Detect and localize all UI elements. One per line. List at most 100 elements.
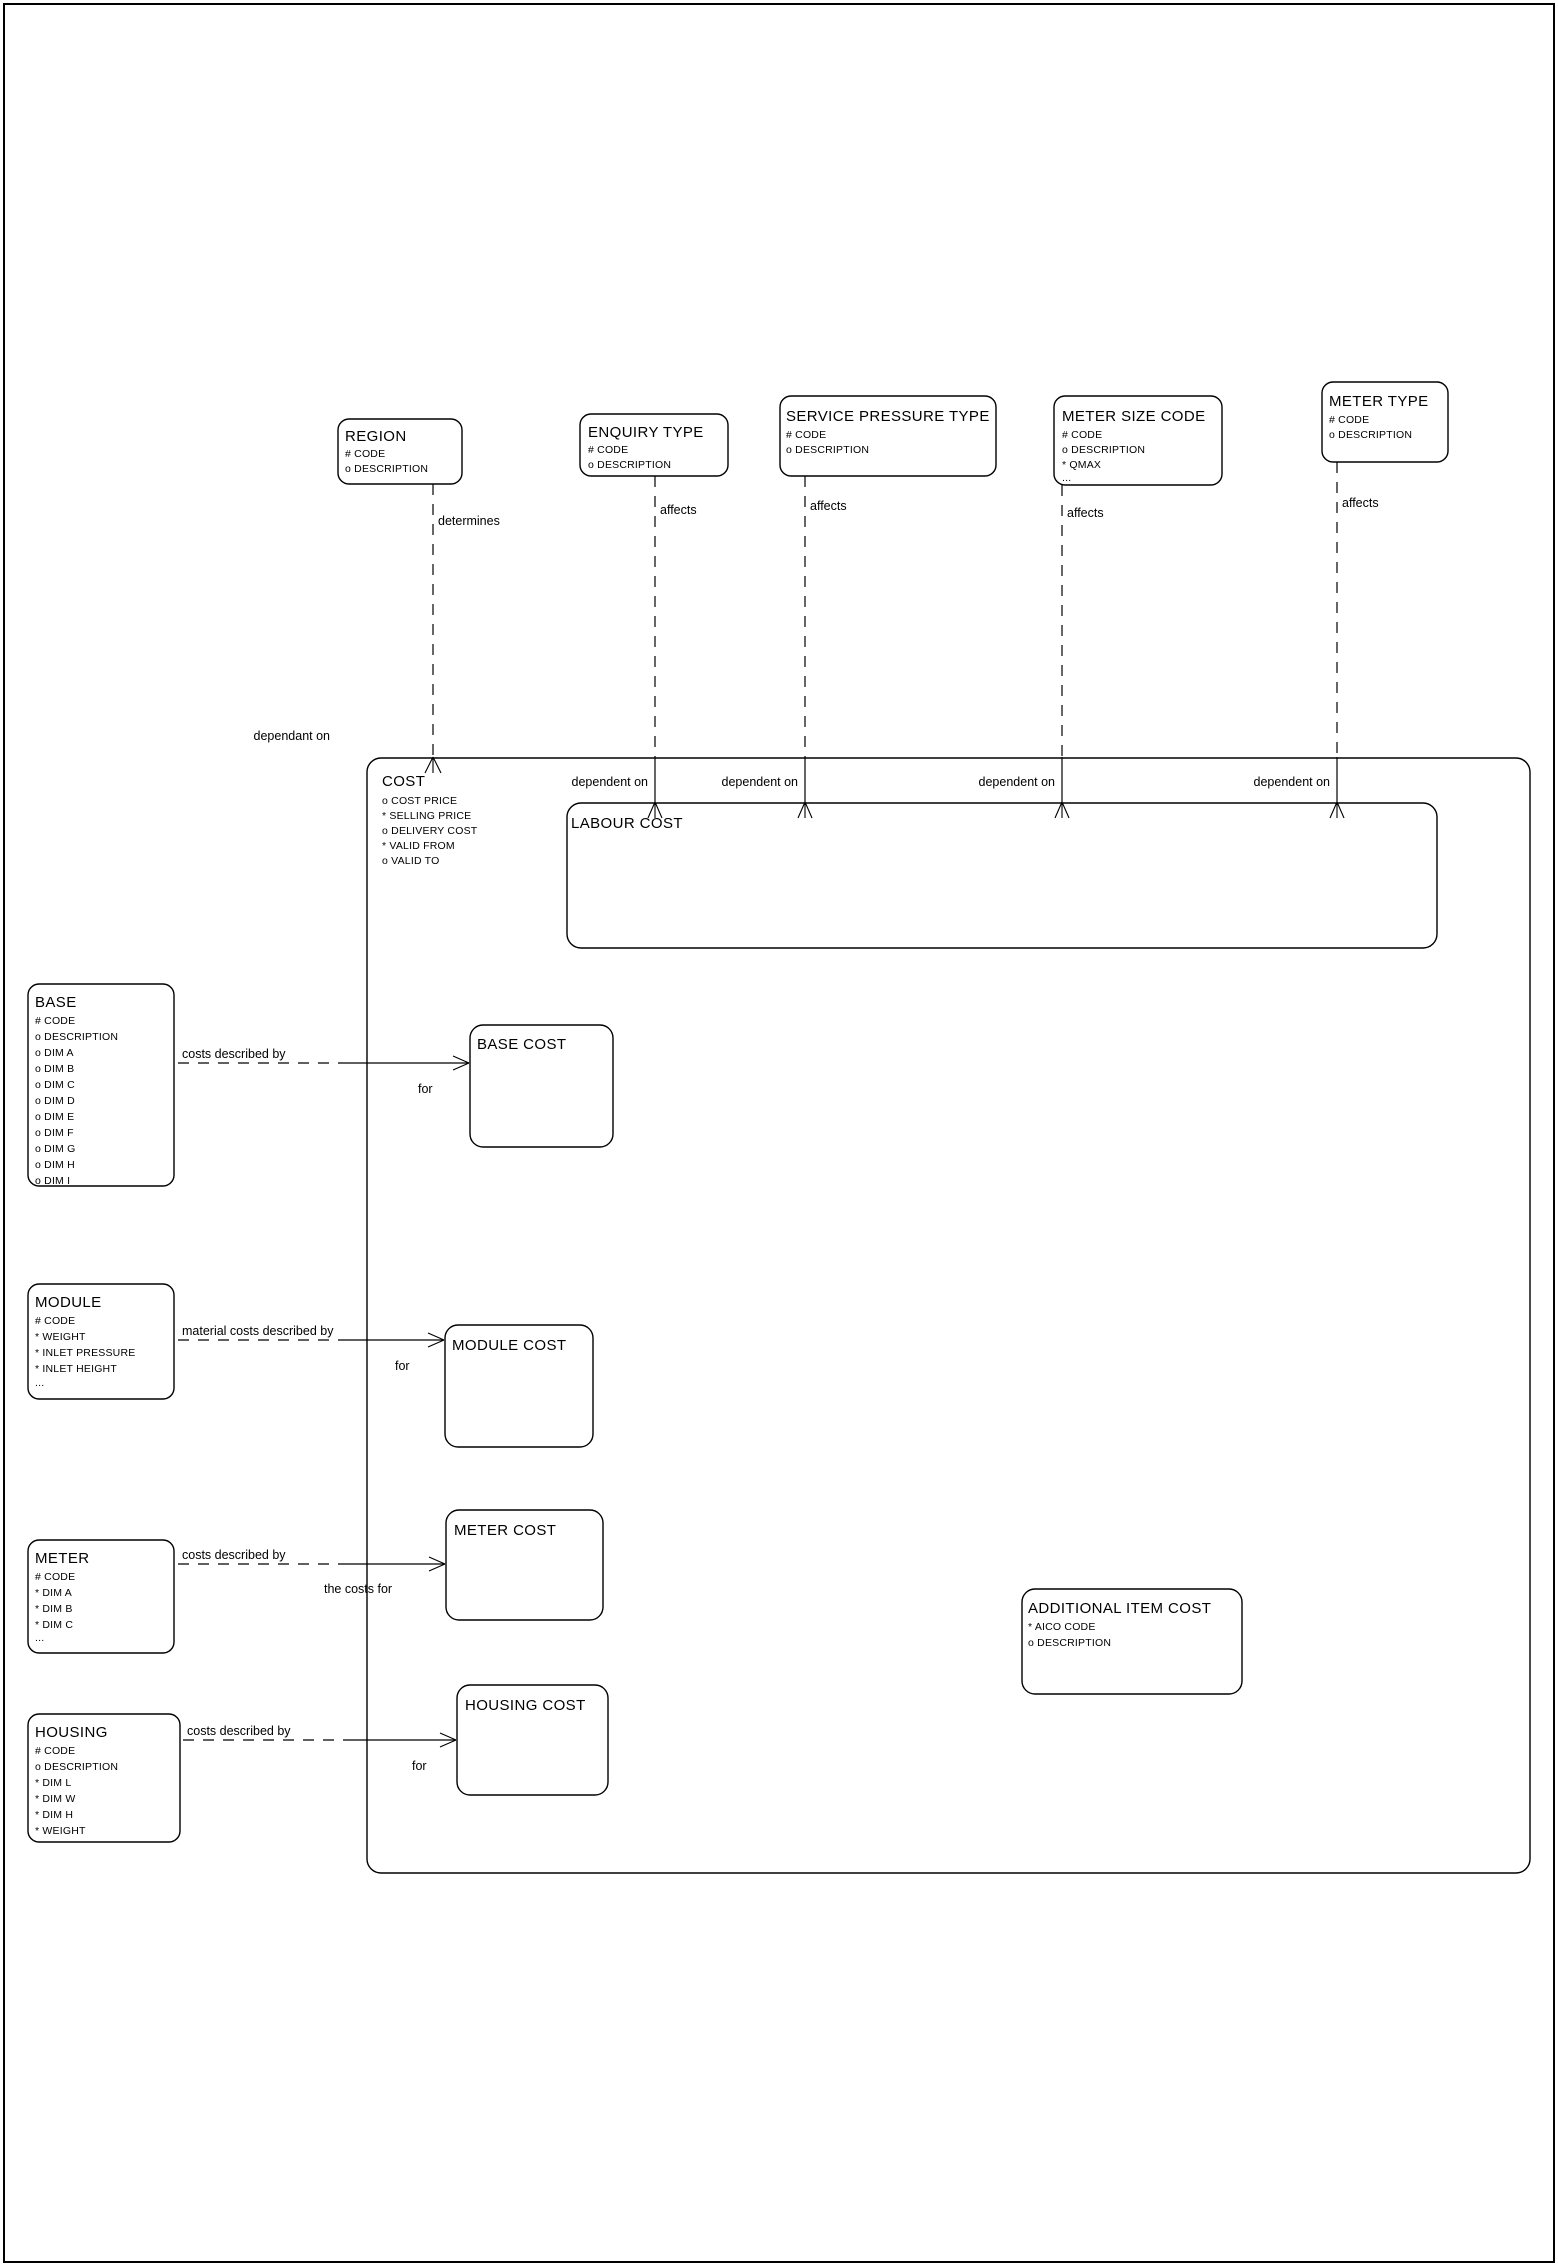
entity-enquiry-type-attr-1: o DESCRIPTION [588, 459, 671, 471]
entity-meter-attr-4: ... [35, 1632, 44, 1644]
entity-module-attr-2: * INLET PRESSURE [35, 1347, 135, 1359]
entity-module-attr-3: * INLET HEIGHT [35, 1363, 117, 1375]
entity-meter-title: METER [35, 1550, 90, 1567]
entity-meter-type[interactable] [1321, 381, 1449, 463]
label-affects-meter-size: affects [1067, 506, 1104, 520]
entity-meter-size-code-attr-1: o DESCRIPTION [1062, 444, 1145, 456]
entity-meter-size-code[interactable] [1053, 395, 1223, 486]
entity-base-attr-7: o DIM F [35, 1127, 74, 1139]
crowsfoot-housing-cost [439, 1732, 457, 1748]
entity-base-attr-10: o DIM I [35, 1175, 70, 1187]
entity-module-cost-title: MODULE COST [452, 1337, 566, 1354]
entity-region-title: REGION [345, 428, 407, 445]
entity-additional-item-cost-title: ADDITIONAL ITEM COST [1028, 1600, 1211, 1617]
entity-housing-attr-1: o DESCRIPTION [35, 1761, 118, 1773]
entity-meter[interactable] [27, 1539, 175, 1654]
label-meter-the-costs-for: the costs for [324, 1582, 392, 1596]
entity-service-pressure-type-attr-0: # CODE [786, 429, 826, 441]
entity-module-attr-0: # CODE [35, 1315, 75, 1327]
entity-housing[interactable] [27, 1713, 181, 1843]
label-module-for: for [395, 1359, 410, 1373]
entity-service-pressure-type[interactable] [779, 395, 997, 477]
label-base-for: for [418, 1082, 433, 1096]
entity-module-title: MODULE [35, 1294, 102, 1311]
entity-service-pressure-type-attr-1: o DESCRIPTION [786, 444, 869, 456]
entity-additional-item-cost-attr-1: o DESCRIPTION [1028, 1637, 1111, 1649]
entity-enquiry-type[interactable] [579, 413, 729, 477]
entity-housing-cost-title: HOUSING COST [465, 1697, 586, 1714]
entity-module[interactable] [27, 1283, 175, 1400]
entity-base-cost-title: BASE COST [477, 1036, 566, 1053]
label-meter-costs-described-by: costs described by [182, 1548, 286, 1562]
entity-meter-size-code-attr-2: * QMAX [1062, 459, 1101, 471]
entity-base-attr-6: o DIM E [35, 1111, 74, 1123]
entity-module-attr-1: * WEIGHT [35, 1331, 86, 1343]
crowsfoot-service-pressure-labour [797, 801, 813, 819]
crowsfoot-module-cost [427, 1332, 445, 1348]
crowsfoot-meter-size-labour [1054, 801, 1070, 819]
label-module-material-costs-described-by: material costs described by [182, 1324, 334, 1338]
label-affects-enquiry: affects [660, 503, 697, 517]
entity-cost-attr-0: o COST PRICE [382, 795, 457, 807]
label-affects-meter-type: affects [1342, 496, 1379, 510]
entity-base-attr-0: # CODE [35, 1015, 75, 1027]
label-base-costs-described-by: costs described by [182, 1047, 286, 1061]
crowsfoot-base-cost [452, 1055, 470, 1071]
entity-module-cost[interactable] [444, 1324, 594, 1448]
entity-base-attr-2: o DIM A [35, 1047, 74, 1059]
crowsfoot-enquiry-labour [647, 801, 663, 819]
entity-meter-type-attr-0: # CODE [1329, 414, 1369, 426]
entity-region[interactable] [337, 418, 463, 485]
entity-housing-attr-2: * DIM L [35, 1777, 71, 1789]
entity-meter-attr-0: # CODE [35, 1571, 75, 1583]
entity-enquiry-type-attr-0: # CODE [588, 444, 628, 456]
label-housing-for: for [412, 1759, 427, 1773]
entity-meter-attr-3: * DIM C [35, 1619, 73, 1631]
entity-housing-attr-3: * DIM W [35, 1793, 75, 1805]
entity-meter-cost-title: METER COST [454, 1522, 556, 1539]
label-dependent-on-3: dependent on [979, 775, 1056, 789]
entity-base-attr-4: o DIM C [35, 1079, 75, 1091]
crowsfoot-region-cost [424, 756, 442, 774]
entity-housing-attr-4: * DIM H [35, 1809, 73, 1821]
entity-base-title: BASE [35, 994, 77, 1011]
entity-cost-attr-4: o VALID TO [382, 855, 439, 867]
entity-region-attr-1: o DESCRIPTION [345, 463, 428, 475]
entity-cost-attr-1: * SELLING PRICE [382, 810, 471, 822]
entity-base-attr-3: o DIM B [35, 1063, 74, 1075]
entity-region-attr-0: # CODE [345, 448, 385, 460]
entity-base-attr-5: o DIM D [35, 1095, 75, 1107]
entity-housing-cost[interactable] [456, 1684, 609, 1796]
entity-additional-item-cost-attr-0: * AICO CODE [1028, 1621, 1096, 1633]
entity-base-attr-8: o DIM G [35, 1143, 76, 1155]
entity-meter-size-code-attr-0: # CODE [1062, 429, 1102, 441]
entity-housing-title: HOUSING [35, 1724, 108, 1741]
entity-base-cost[interactable] [469, 1024, 614, 1148]
label-determines: determines [438, 514, 500, 528]
label-affects-service-pressure: affects [810, 499, 847, 513]
label-dependent-on-1: dependent on [572, 775, 649, 789]
entity-housing-attr-0: # CODE [35, 1745, 75, 1757]
entity-meter-size-code-attr-3: ... [1062, 472, 1071, 484]
entity-meter-cost[interactable] [445, 1509, 604, 1621]
entity-housing-attr-5: * WEIGHT [35, 1825, 86, 1837]
crowsfoot-meter-type-labour [1329, 801, 1345, 819]
entity-additional-item-cost[interactable] [1021, 1588, 1243, 1695]
page-border [3, 3, 1555, 2263]
entity-labour-cost-title: LABOUR COST [571, 815, 683, 832]
entity-labour-cost[interactable] [566, 802, 1438, 949]
entity-service-pressure-type-title: SERVICE PRESSURE TYPE [786, 408, 990, 425]
entity-cost-container[interactable] [366, 757, 1531, 1874]
entity-enquiry-type-title: ENQUIRY TYPE [588, 424, 704, 441]
entity-cost-title: COST [382, 773, 425, 790]
crowsfoot-meter-cost [428, 1556, 446, 1572]
entity-module-attr-4: ... [35, 1377, 44, 1389]
entity-meter-attr-2: * DIM B [35, 1603, 73, 1615]
label-dependent-on-2: dependent on [722, 775, 799, 789]
entity-meter-attr-1: * DIM A [35, 1587, 72, 1599]
entity-base-attr-9: o DIM H [35, 1159, 75, 1171]
label-dependant-on: dependant on [254, 729, 331, 743]
entity-base[interactable] [27, 983, 175, 1187]
